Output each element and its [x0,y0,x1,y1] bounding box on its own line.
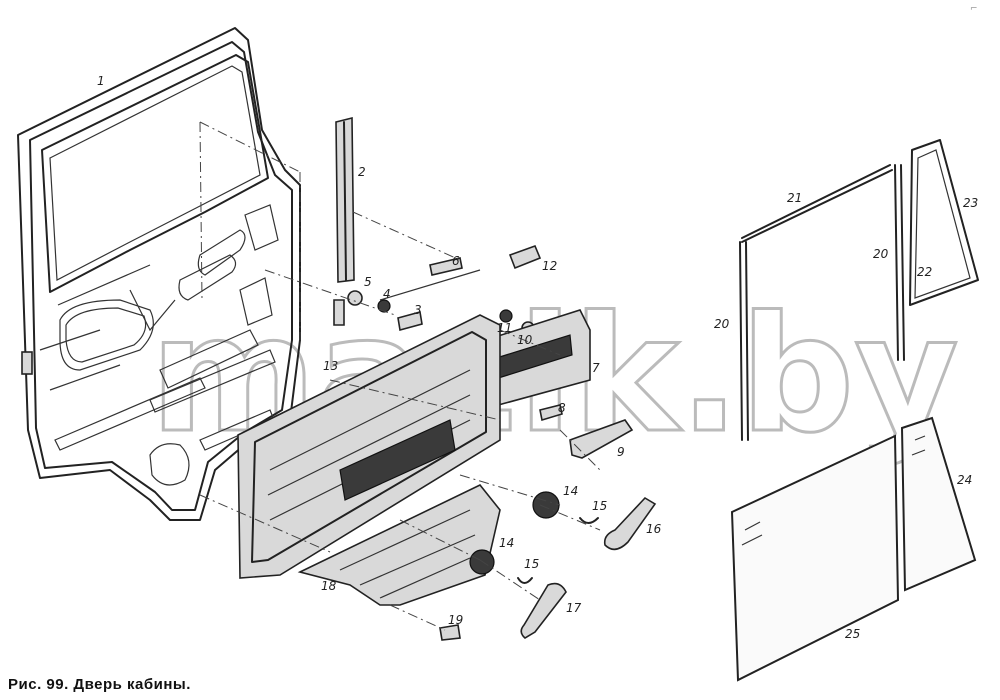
vent-glass-22 [914,149,971,299]
callout-15b: 15 [524,557,539,571]
callout-16: 16 [646,522,662,536]
callout-4: 4 [383,287,391,301]
callout-2: 2 [358,165,366,179]
rosette-upper-14 [532,491,560,519]
spring-clip-lower-15 [517,577,533,584]
screw-part-19 [439,624,461,641]
window-seal-20-left [739,241,749,441]
callout-20a: 20 [714,317,730,331]
trim-panel-13 [237,269,501,579]
callout-22: 22 [917,265,932,279]
callout-18: 18 [321,579,337,593]
callout-19: 19 [448,613,463,627]
callout-21: 21 [787,191,802,205]
callout-14a: 14 [563,484,578,498]
screw-part-8 [539,404,563,422]
callout-11: 11 [497,321,512,335]
spring-clip-upper-15 [579,517,599,524]
glass-run-channel [333,116,355,326]
callout-12: 12 [542,259,557,273]
rosette-lower-14 [469,549,495,575]
callout-10: 10 [517,333,533,347]
callout-9: 9 [617,445,625,459]
door-handle-16 [603,496,657,551]
assembly-lines [199,121,601,631]
figure-caption: Рис. 99. Дверь кабины. [8,676,191,693]
lower-panel-18 [297,484,501,606]
callout-15a: 15 [592,499,607,513]
window-winder-handle-17 [520,582,567,639]
callout-3: 3 [414,303,422,317]
window-seal-21 [741,164,893,243]
door-glass-25 [730,434,900,682]
window-seal-20-mid [894,164,905,361]
vent-glass-24 [900,416,977,592]
callout-14b: 14 [499,536,514,550]
callout-1: 1 [97,74,105,88]
callout-23: 23 [963,196,978,210]
callout-20b: 20 [873,247,889,261]
vent-frame-23 [909,139,979,306]
callout-17: 17 [566,601,582,615]
callout-25: 25 [845,627,860,641]
bracket-part-9 [569,419,634,459]
clip-part-12 [508,244,542,270]
callout-6: 6 [452,254,460,268]
callout-13: 13 [323,359,338,373]
callout-24: 24 [957,473,972,487]
callout-labels: 1 2 3 4 5 6 7 8 9 10 11 12 13 14 14 15 1… [97,74,978,641]
callout-8: 8 [558,401,566,415]
callout-7: 7 [592,361,600,375]
callout-5: 5 [364,275,372,289]
corner-mark: ⌐ [970,4,978,14]
